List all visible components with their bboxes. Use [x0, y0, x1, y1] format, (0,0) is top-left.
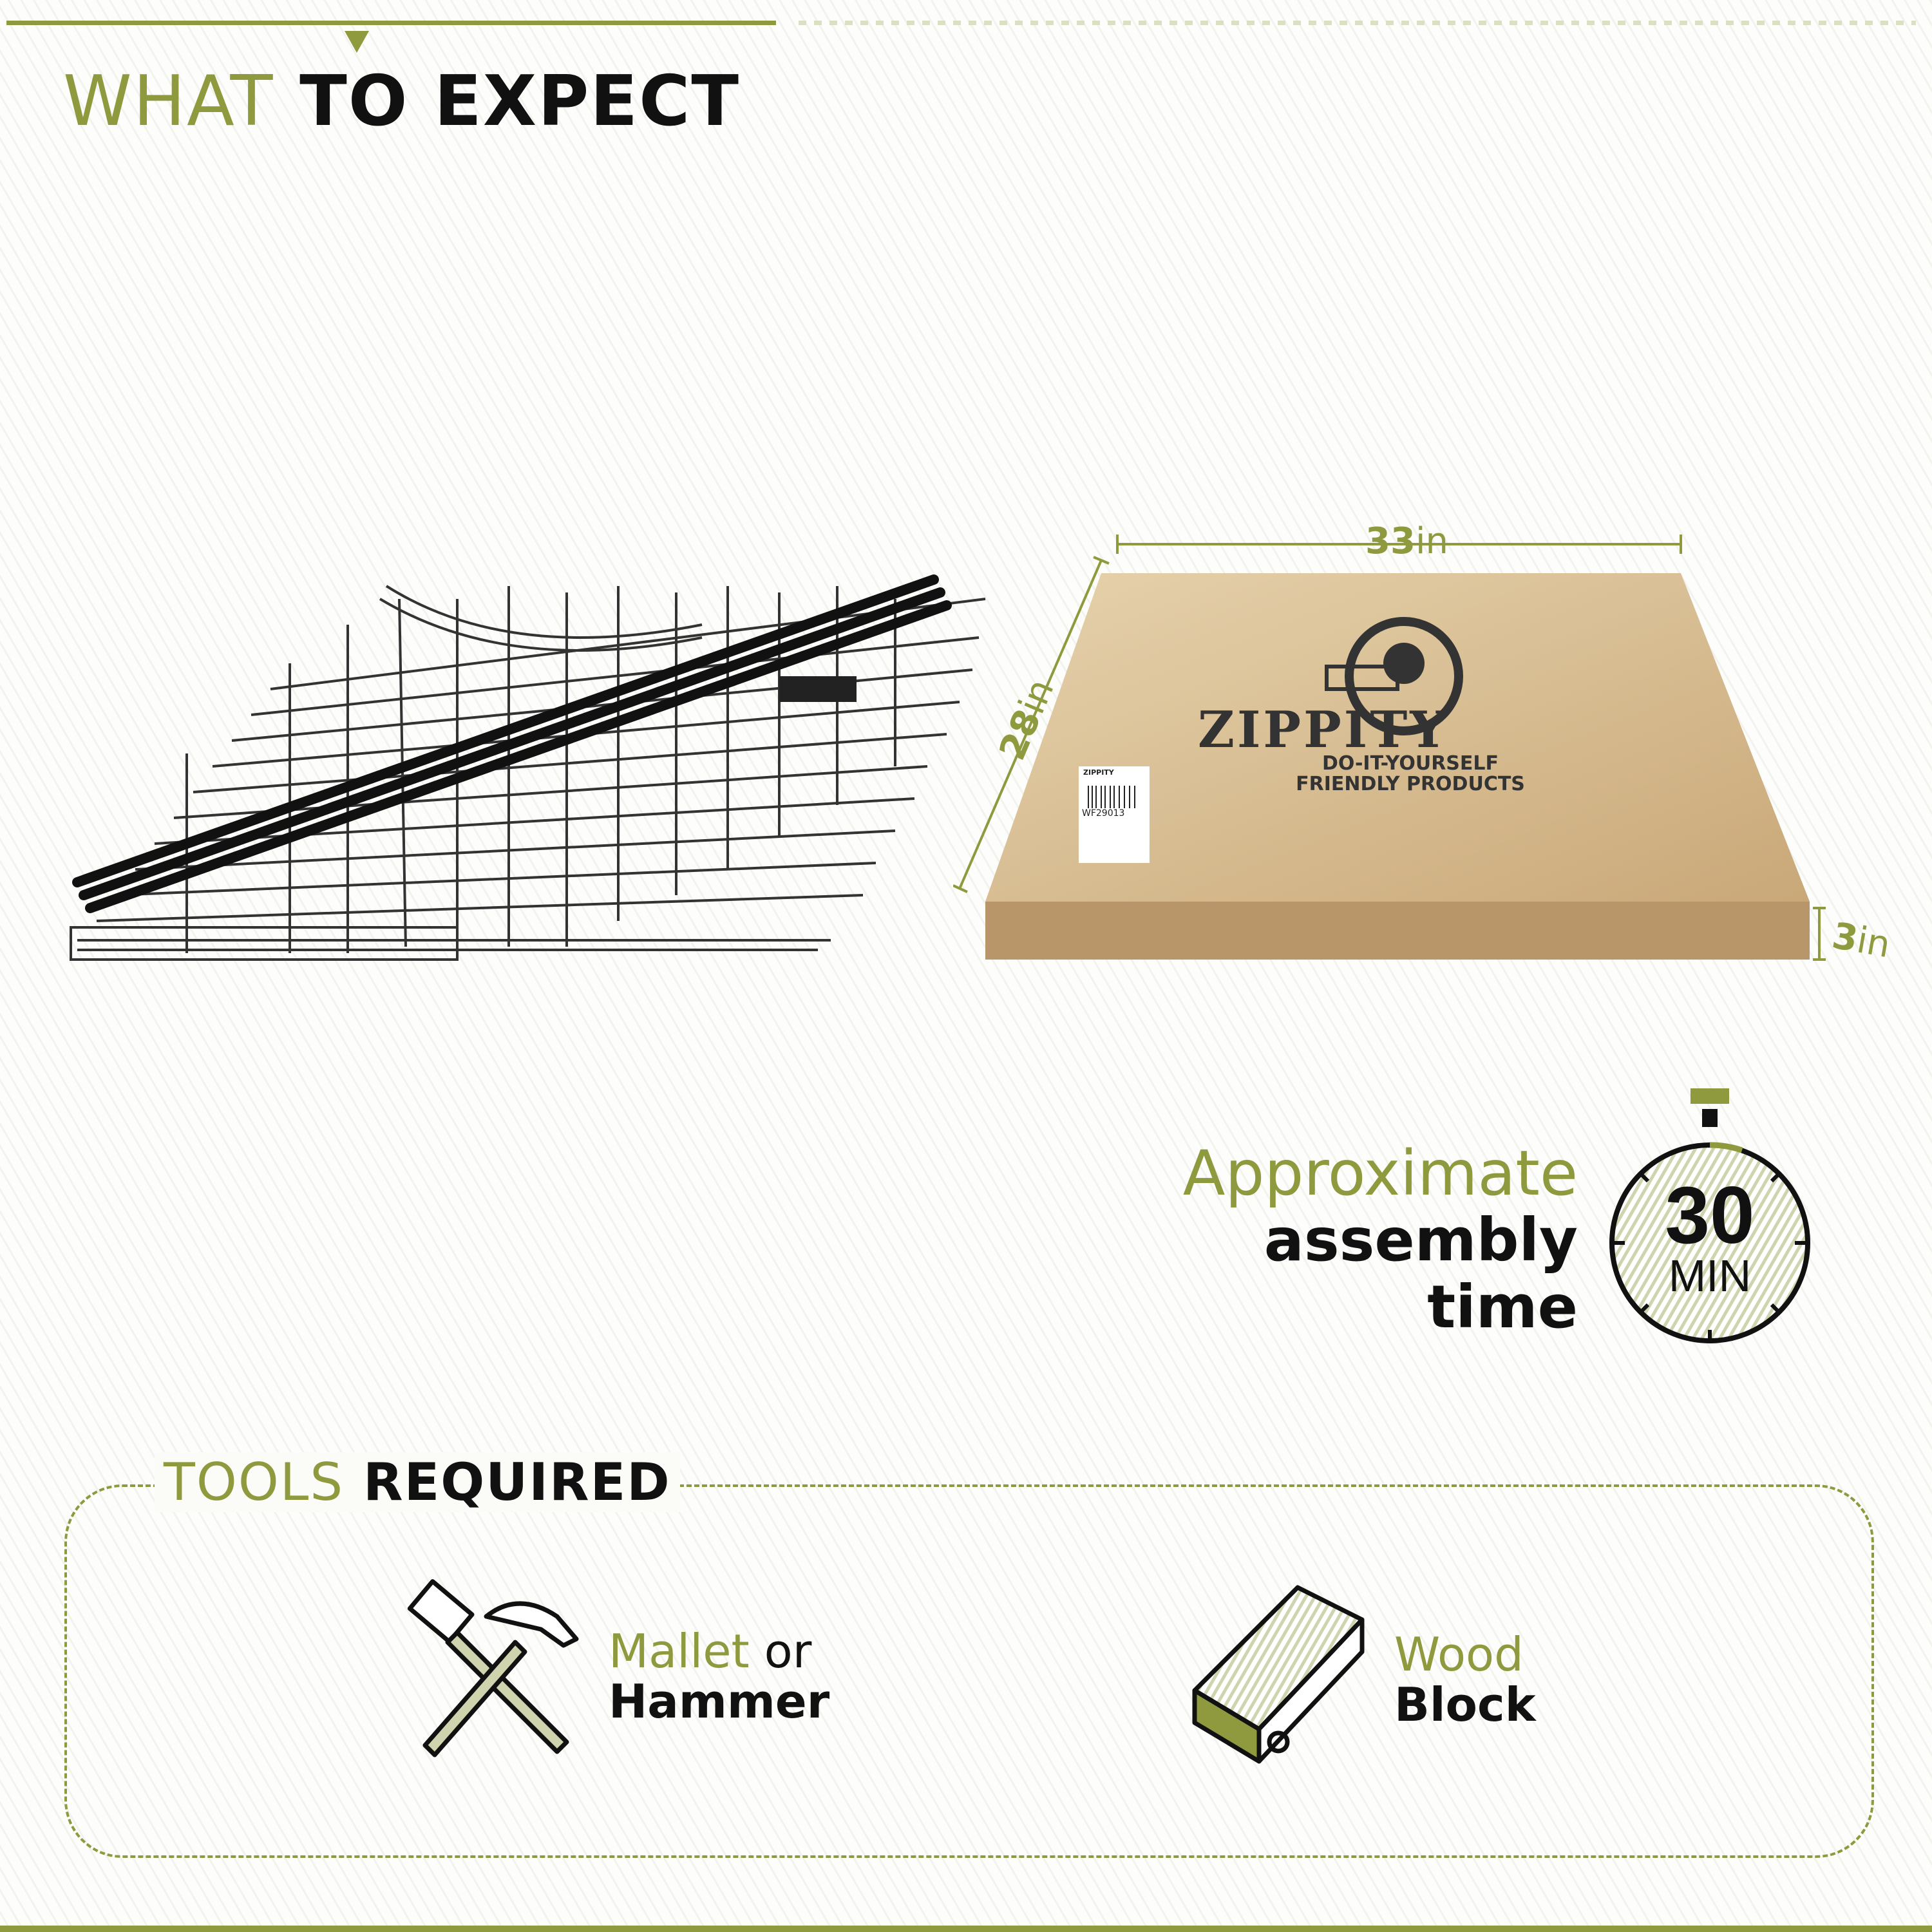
- header-dotted-rule: [799, 21, 1916, 25]
- product-box-image: [953, 535, 1826, 961]
- pointer-triangle-icon: [345, 31, 369, 53]
- box-tagline: DO-IT-YOURSELF FRIENDLY PRODUCTS: [1256, 753, 1565, 795]
- box-brand: ZIPPITY: [1198, 701, 1448, 759]
- tools-title-accent: TOOLS: [164, 1452, 345, 1512]
- tool-wood-accent: Wood: [1394, 1627, 1524, 1681]
- tool-hammer-accent: Mallet: [609, 1624, 750, 1678]
- label-brand: ZIPPITY: [1083, 768, 1114, 777]
- title-main: TO EXPECT: [299, 61, 741, 142]
- width-unit: in: [1415, 520, 1448, 562]
- tool-wood-main: Block: [1394, 1678, 1536, 1732]
- timer-unit: MIN: [1669, 1251, 1751, 1301]
- box-tagline-2: FRIENDLY PRODUCTS: [1296, 773, 1525, 795]
- timer-minutes: 30: [1665, 1171, 1754, 1260]
- assembly-line-3: time: [1427, 1273, 1578, 1341]
- box-tagline-1: DO-IT-YOURSELF: [1322, 752, 1499, 775]
- tool-item-hammer: Mallet or Hammer: [609, 1626, 829, 1727]
- fence-panels-image: [70, 574, 986, 961]
- tool-hammer-main: Hammer: [609, 1674, 830, 1728]
- assembly-line-2: assembly: [1264, 1206, 1578, 1274]
- footer-rule: [0, 1926, 1932, 1932]
- assembly-time-text: Approximate assembly time: [1183, 1140, 1578, 1341]
- header-rule: [6, 21, 776, 25]
- assembly-line-1: Approximate: [1182, 1137, 1578, 1209]
- width-value: 33: [1365, 520, 1416, 562]
- width-dimension: 33in: [1365, 520, 1448, 562]
- label-sku: WF29013: [1082, 808, 1125, 819]
- tool-hammer-connector: or: [764, 1624, 812, 1678]
- tools-panel: [64, 1484, 1874, 1858]
- stopwatch-icon: 30 MIN: [1609, 1088, 1810, 1343]
- page-title: WHAT TO EXPECT: [63, 61, 740, 142]
- hammer-mallet-icon: [407, 1579, 579, 1757]
- tools-title-main: REQUIRED: [363, 1452, 671, 1512]
- title-accent: WHAT: [63, 61, 274, 142]
- tools-title: TOOLS REQUIRED: [155, 1452, 680, 1512]
- tool-item-wood-block: Wood Block: [1394, 1629, 1536, 1730]
- wood-block-icon: [1192, 1585, 1365, 1764]
